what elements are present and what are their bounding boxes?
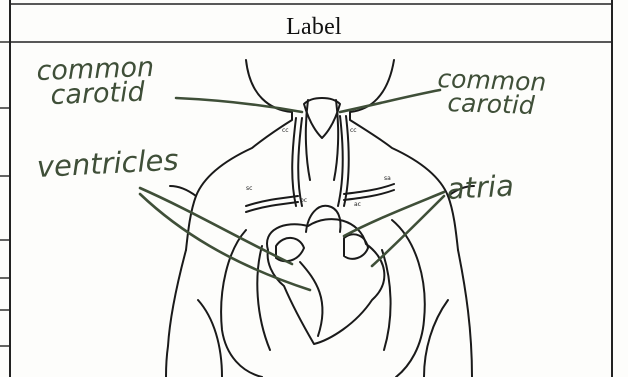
svg-text:ac: ac <box>354 201 361 208</box>
pointer-carotid-right <box>340 90 440 112</box>
hip-right <box>424 300 448 377</box>
handwritten-carotid-right: carotid <box>447 88 535 120</box>
svg-text:sa: sa <box>384 175 391 182</box>
left-carotid <box>292 118 296 206</box>
hip-left <box>198 300 222 377</box>
torso-left <box>166 250 186 377</box>
right-subclavian-b <box>344 190 394 200</box>
left-subclavian <box>246 196 298 206</box>
left-carotid-b <box>298 118 302 206</box>
handwritten-atria: atria <box>446 168 515 205</box>
svg-text:bc: bc <box>300 197 307 204</box>
head-outline <box>186 60 292 250</box>
left-arm <box>170 186 196 196</box>
handwritten-carotid-left: carotid <box>50 77 145 111</box>
right-atrium <box>344 234 368 258</box>
pointer-carotid-left <box>176 98 302 112</box>
svg-text:cc: cc <box>350 127 357 134</box>
svg-text:sc: sc <box>246 185 252 192</box>
left-lung <box>221 230 262 377</box>
larynx <box>304 98 340 138</box>
torso-right <box>458 250 472 377</box>
svg-text:cc: cc <box>282 127 289 134</box>
